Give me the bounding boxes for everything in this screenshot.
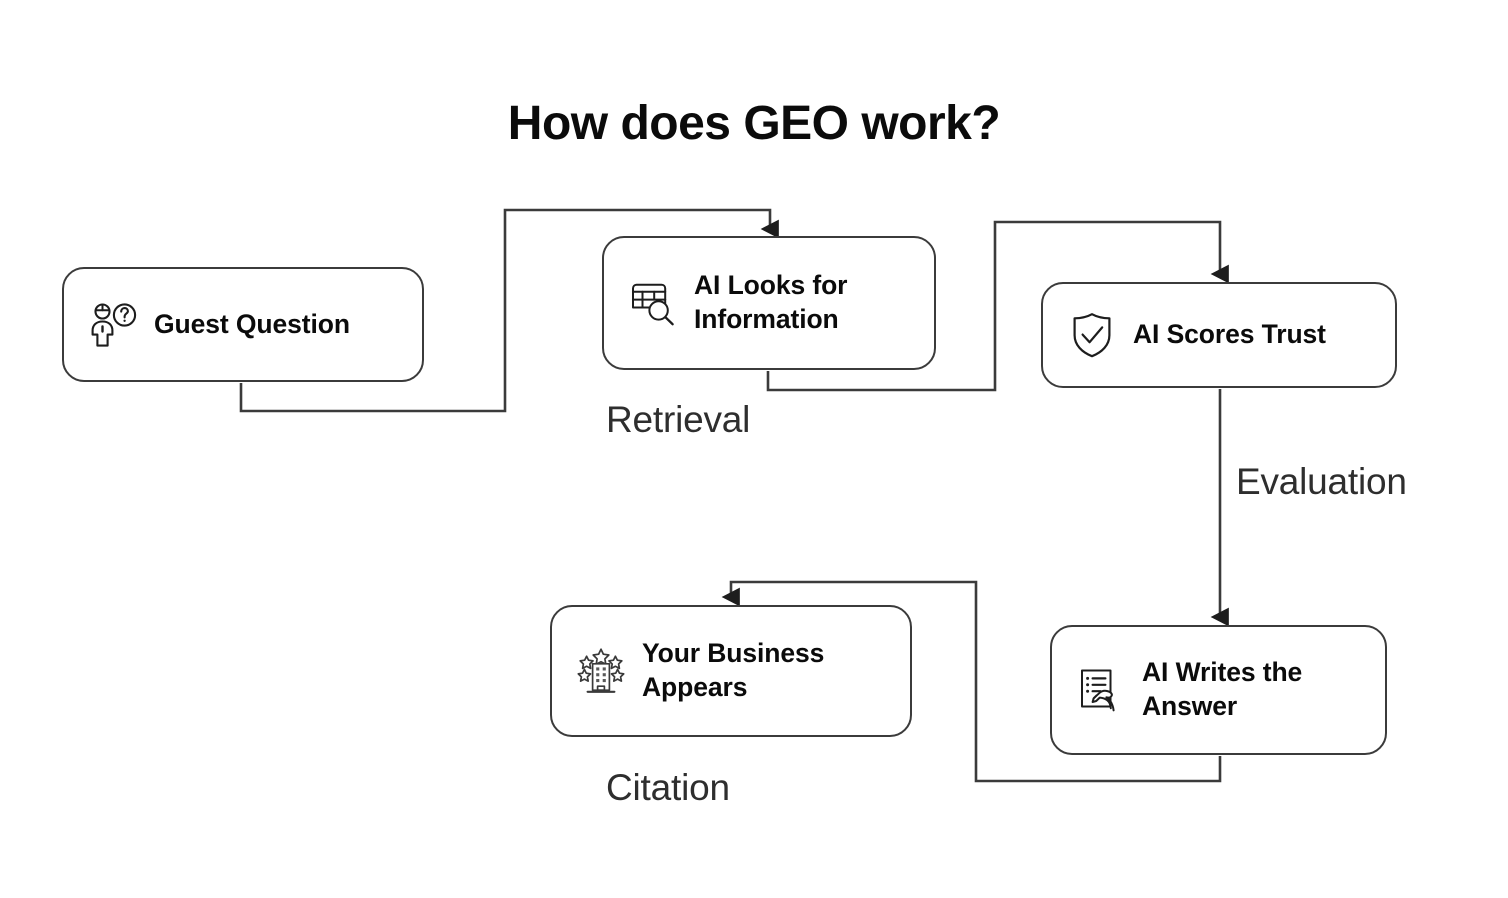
- flow-node-label: Your Business Appears: [642, 638, 825, 702]
- connector-guest-question-to-ai-retrieval: [239, 208, 779, 413]
- edge-label-evaluation: Evaluation: [1236, 461, 1407, 502]
- flow-node-label: AI Writes the Answer: [1142, 657, 1303, 721]
- flow-node-label: AI Scores Trust: [1133, 319, 1326, 350]
- edge-label-retrieval: Retrieval: [606, 399, 751, 440]
- connector-ai-retrieval-to-ai-trust: [766, 220, 1229, 392]
- flow-node-ai-retrieval[interactable]: AI Looks for Information: [602, 236, 936, 370]
- flow-node-label: Guest Question: [154, 308, 350, 339]
- edge-label-citation: Citation: [606, 767, 730, 808]
- person-question-icon: [86, 298, 140, 352]
- document-hand-pen-icon: [1074, 663, 1128, 717]
- connector-ai-writes-to-business-appears: [721, 580, 1222, 783]
- table-search-icon: [626, 276, 680, 330]
- building-stars-icon: [574, 644, 628, 698]
- shield-check-icon: [1065, 308, 1119, 362]
- page-title: How does GEO work?: [507, 97, 1001, 150]
- flow-node-ai-trust[interactable]: AI Scores Trust: [1041, 282, 1397, 388]
- flow-node-ai-writes[interactable]: AI Writes the Answer: [1050, 625, 1387, 755]
- flow-node-label: AI Looks for Information: [694, 270, 848, 334]
- flow-node-business-appears[interactable]: Your Business Appears: [550, 605, 912, 737]
- flow-node-guest-question[interactable]: Guest Question: [62, 267, 424, 382]
